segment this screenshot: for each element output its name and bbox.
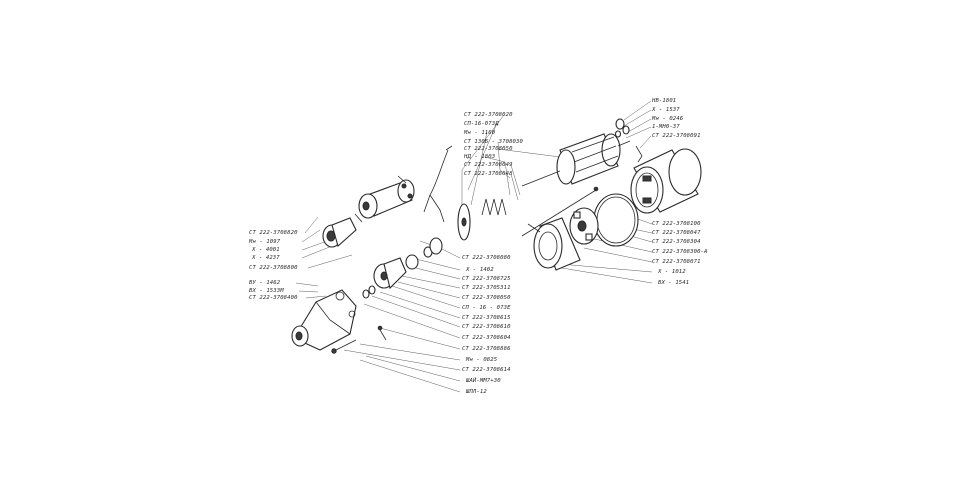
label-part-l28: ВХ - 1541 bbox=[658, 280, 690, 286]
label-part-l37: СТ 222-3708604 bbox=[462, 335, 511, 341]
stator-housing bbox=[630, 148, 702, 214]
label-part-l20: ВХ - 1533М bbox=[249, 288, 284, 294]
label-part-l03: Мн - 1160 bbox=[464, 130, 496, 136]
label-part-l01: СТ 222-3708020 bbox=[464, 112, 513, 118]
drive-end-housing bbox=[291, 289, 357, 351]
label-part-l07: СТ 222-3708049 bbox=[464, 162, 513, 168]
drive-pinion bbox=[373, 254, 419, 290]
solenoid-relay bbox=[358, 175, 415, 219]
label-part-l40: СТ 222-3708614 bbox=[462, 367, 511, 373]
label-part-l05: СТ 222-3708050 bbox=[464, 146, 513, 152]
label-part-l41: ШАЙ-ММ7+30 bbox=[466, 378, 501, 384]
label-part-l19: ВУ - 1462 bbox=[249, 280, 281, 286]
armature bbox=[521, 133, 631, 187]
label-part-l18: СТ 222-3708800 bbox=[249, 265, 298, 271]
spring bbox=[481, 198, 507, 216]
label-part-l16: Х - 4001 bbox=[252, 247, 280, 253]
label-part-l17: Х - 4237 bbox=[252, 255, 280, 261]
label-part-l35: СТ 222-3708615 bbox=[462, 315, 511, 321]
label-part-l42: ШПЛ-12 bbox=[466, 389, 487, 395]
label-part-l24: СТ 222-3708304 bbox=[652, 239, 701, 245]
label-part-l30: Х - 1402 bbox=[466, 267, 494, 273]
label-part-l12: 1-МН0-37 bbox=[652, 124, 680, 130]
o-ring bbox=[593, 193, 639, 247]
label-part-l26: СТ 222-3708071 bbox=[652, 259, 701, 265]
label-part-l06: НД - 1803 bbox=[464, 154, 496, 160]
label-part-l29: СТ 222-3708080 bbox=[462, 255, 511, 261]
label-part-l25: СТ 222-3708300-А bbox=[652, 249, 708, 255]
label-part-l33: СТ 222-3708050 bbox=[462, 295, 511, 301]
shift-fork bbox=[423, 145, 453, 223]
label-part-l02: СП-16-073Д bbox=[464, 121, 499, 127]
label-part-l31: СТ 222-3708725 bbox=[462, 276, 511, 282]
label-part-l15: Мн - 1097 bbox=[249, 239, 281, 245]
through-bolt bbox=[521, 186, 599, 237]
label-part-l13: СТ 222-3708091 bbox=[652, 133, 701, 139]
commutator-end-cover bbox=[527, 217, 581, 271]
bolts bbox=[331, 325, 387, 354]
label-part-l38: СТ 222-3708886 bbox=[462, 346, 511, 352]
bearing-plate bbox=[457, 203, 471, 241]
label-part-l32: СТ 222-3705311 bbox=[462, 285, 511, 291]
end-caps bbox=[614, 118, 643, 163]
label-part-l39: Мн - 0825 bbox=[466, 357, 498, 363]
label-part-l27: Х - 1012 bbox=[658, 269, 686, 275]
label-part-l08: СТ 222-3708048 bbox=[464, 171, 513, 177]
label-part-l34: СП - 16 - 073Е bbox=[462, 305, 511, 311]
washers bbox=[362, 237, 443, 299]
label-part-l36: СТ 222-3708610 bbox=[462, 324, 511, 330]
label-part-l14: СТ 222-3708820 bbox=[249, 230, 298, 236]
label-part-l11: Мн - 0246 bbox=[652, 116, 684, 122]
label-part-l10: Х - 1537 bbox=[652, 107, 680, 113]
label-part-l23: СТ 222-3708047 bbox=[652, 230, 701, 236]
label-part-l22: СТ 222-3708100 bbox=[652, 221, 701, 227]
brush-holder bbox=[569, 207, 599, 245]
label-part-l09: НВ-1801 bbox=[652, 98, 677, 104]
label-part-l04: СТ 130Б - 3708030 bbox=[464, 139, 523, 145]
plunger bbox=[322, 213, 363, 248]
label-part-l21: СТ 222-3708400 bbox=[249, 295, 298, 301]
